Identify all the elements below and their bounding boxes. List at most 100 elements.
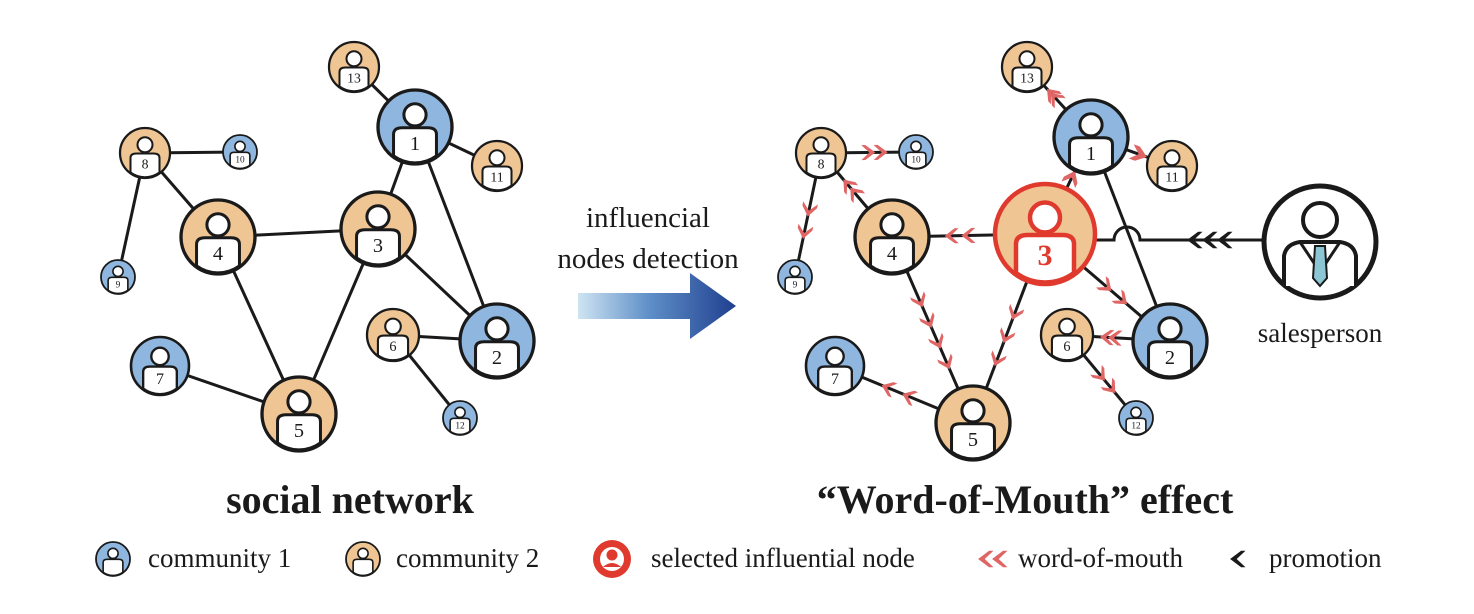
community2-icon (345, 541, 381, 577)
left-node-12: 12 (442, 400, 478, 436)
wom-flow-3-5 (991, 304, 1025, 367)
left-node-6-label: 6 (389, 339, 396, 355)
right-node-2: 2 (1131, 302, 1209, 380)
right-node-5: 5 (934, 384, 1012, 462)
arrow-label-line2: nodes detection (557, 243, 739, 275)
wom-flow-2-6 (1100, 330, 1123, 346)
promotion-flow (1095, 225, 1264, 249)
wom-flow-1-13 (1046, 88, 1066, 109)
left-node-13-label: 13 (347, 71, 361, 86)
wom-chevron-icon (881, 382, 898, 398)
right-node-12-label: 12 (1131, 422, 1141, 432)
promotion-chevron-icon (1187, 231, 1203, 249)
right-node-10: 10 (898, 134, 934, 170)
wom-chevron-icon (961, 227, 976, 243)
right-node-4: 4 (853, 198, 931, 276)
legend-community1-icon (95, 541, 131, 577)
left-node-11-label: 11 (490, 170, 503, 185)
wom-chevron-icon (902, 390, 919, 407)
legend-community2-icon (345, 541, 381, 577)
legend-word-of-mouth-label: word-of-mouth (1018, 543, 1183, 573)
left-node-12-label: 12 (455, 422, 465, 432)
wom-chevron-icon (1046, 88, 1062, 105)
left-node-7: 7 (129, 335, 191, 397)
left-node-11: 11 (470, 139, 524, 193)
wom-flow-8-10 (861, 144, 888, 161)
promotion-chevron-icon (1230, 550, 1246, 568)
left-node-1-label: 1 (410, 133, 420, 155)
left-node-5-label: 5 (294, 420, 304, 442)
right-node-10-label: 10 (911, 156, 921, 166)
wom-chevron-icon (937, 353, 953, 370)
left-node-10: 10 (222, 134, 258, 170)
right-node-3-selected-label: 3 (1038, 239, 1053, 272)
left-node-2: 2 (458, 302, 536, 380)
legend-promotion-label: promotion (1269, 543, 1382, 573)
left-node-13: 13 (327, 40, 381, 94)
community1-icon (95, 541, 131, 577)
wom-chevron-icon (944, 228, 959, 244)
left-node-1: 1 (376, 88, 454, 166)
left-node-9-label: 9 (116, 281, 121, 291)
right-node-11: 11 (1145, 139, 1199, 193)
wom-chevron-icon (1062, 170, 1078, 187)
right-node-1: 1 (1052, 98, 1130, 176)
right-node-5-label: 5 (968, 429, 978, 451)
wom-chevron-icon (910, 291, 926, 308)
wom-chevron-icon (1131, 145, 1147, 161)
left-node-9: 9 (100, 259, 136, 295)
right-node-2-label: 2 (1165, 347, 1175, 369)
right-node-6-label: 6 (1063, 339, 1070, 355)
right-node-13-label: 13 (1020, 71, 1034, 86)
arrow-label-line1: influencial (586, 202, 710, 234)
left-node-3-label: 3 (373, 235, 383, 257)
wom-chevron-icon (928, 332, 944, 349)
wom-chevron-icon (992, 550, 1008, 568)
wom-flow-6-12 (1090, 365, 1116, 394)
wom-chevron-icon (861, 145, 876, 161)
legend-community2-label: community 2 (396, 543, 539, 573)
left-node-4: 4 (179, 198, 257, 276)
left-node-8: 8 (118, 126, 172, 180)
promotion-chevron-icon (1217, 231, 1233, 249)
wom-chevron-icon (1100, 330, 1115, 346)
left-node-3: 3 (339, 190, 417, 268)
right-node-13: 13 (1000, 40, 1054, 94)
wom-chevron-icon (991, 350, 1007, 367)
wom-chevron-icon (1095, 276, 1112, 291)
wom-flow-4-8 (843, 179, 866, 204)
salesperson-icon (1261, 183, 1379, 301)
wom-chevron-icon (1000, 327, 1016, 343)
left-title: social network (226, 477, 475, 522)
wom-chevron-icon (797, 223, 814, 239)
wom-flow-4-5 (910, 291, 953, 370)
right-node-3-selected: 3 (992, 181, 1098, 287)
wom-chevron-icon (850, 187, 866, 204)
wom-chevron-icon (1090, 365, 1105, 381)
left-node-2-label: 2 (492, 347, 502, 369)
wom-flow-5-7 (881, 382, 919, 407)
right-node-11-label: 11 (1165, 170, 1178, 185)
right-node-8-label: 8 (818, 157, 825, 172)
wom-chevron-icon (873, 144, 888, 160)
promotion-chevron-icon (1202, 231, 1218, 249)
legend-selected-node-icon (593, 540, 631, 578)
legend-community1-label: community 1 (148, 543, 291, 573)
left-node-8-label: 8 (142, 157, 149, 172)
right-title: “Word-of-Mouth” effect (817, 477, 1234, 522)
wom-flow-3-2 (1095, 276, 1128, 305)
left-node-10-label: 10 (235, 156, 245, 166)
left-node-7-label: 7 (156, 371, 164, 388)
wom-flow-3-4 (944, 227, 976, 244)
wom-flow-3-1 (1061, 170, 1078, 189)
left-node-6: 6 (365, 307, 421, 363)
legend: community 1 community 2 selected influen… (95, 540, 1382, 578)
detection-arrow: influencial nodes detection (557, 202, 739, 339)
wom-chevron-icon (1111, 289, 1128, 305)
gradient-arrow-icon (578, 273, 736, 339)
wom-chevron-icon (919, 312, 935, 328)
right-node-9: 9 (777, 259, 813, 295)
legend-promotion-icon (1230, 550, 1246, 568)
